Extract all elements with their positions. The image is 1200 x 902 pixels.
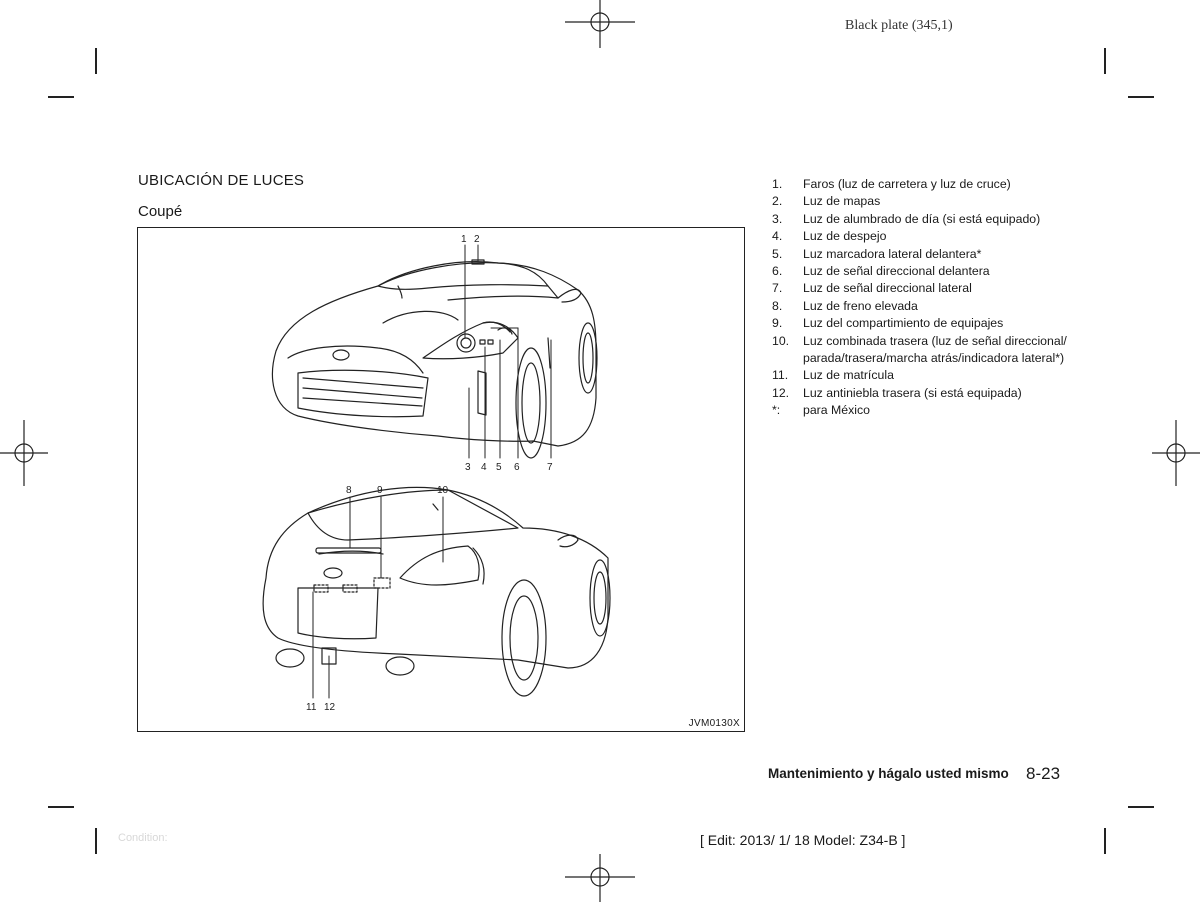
- registration-mark-top: [565, 0, 635, 48]
- crop-mark: [1104, 48, 1106, 74]
- legend-item: 5. Luz marcadora lateral delantera*: [772, 246, 1102, 263]
- callout-8: 8: [346, 485, 352, 496]
- legend-text: Luz de mapas: [803, 194, 881, 209]
- legend-number: 7.: [772, 281, 783, 296]
- callout-11: 11: [306, 702, 317, 713]
- legend-number: *:: [772, 403, 781, 418]
- legend-text: Luz de matrícula: [803, 368, 894, 383]
- callout-3: 3: [465, 462, 471, 473]
- callout-5: 5: [496, 462, 502, 473]
- callout-6: 6: [514, 462, 520, 473]
- legend-text: Luz del compartimiento de equipajes: [803, 316, 1004, 331]
- legend-number: 2.: [772, 194, 783, 209]
- legend-text: Luz marcadora lateral delantera*: [803, 246, 982, 261]
- crop-mark: [48, 806, 74, 808]
- legend-text: Faros (luz de carretera y luz de cruce): [803, 177, 1011, 191]
- legend-item: 2. Luz de mapas: [772, 193, 1102, 210]
- legend-number: 1.: [772, 177, 783, 191]
- condition-label: Condition:: [118, 832, 168, 844]
- callout-1: 1: [461, 234, 467, 245]
- front-car-drawing: [271, 259, 598, 459]
- crop-mark: [1128, 96, 1154, 98]
- callout-10: 10: [437, 485, 449, 496]
- callout-2: 2: [474, 234, 480, 245]
- legend-item: 7. Luz de señal direccional lateral: [772, 280, 1102, 297]
- registration-mark-right: [1152, 420, 1200, 486]
- legend-item: 9. Luz del compartimiento de equipajes: [772, 315, 1102, 332]
- legend-number: 6.: [772, 264, 783, 279]
- lights-legend: 1. Faros (luz de carretera y luz de cruce…: [772, 176, 1102, 420]
- legend-number: 3.: [772, 211, 783, 226]
- callout-12: 12: [324, 702, 336, 713]
- legend-item: 8. Luz de freno elevada: [772, 298, 1102, 315]
- section-subtitle: Coupé: [138, 203, 183, 220]
- legend-number: 8.: [772, 298, 783, 313]
- legend-number: 11.: [772, 368, 789, 383]
- car-illustration: 1 2 3 4 5 6 7 8 9 10 11 12: [262, 234, 611, 713]
- legend-number: 12.: [772, 385, 790, 400]
- registration-mark-bottom: [565, 854, 635, 902]
- legend-item: 10. Luz combinada trasera (luz de señal d…: [772, 333, 1102, 368]
- legend-text: Luz de freno elevada: [803, 298, 918, 313]
- callout-7: 7: [547, 462, 553, 473]
- legend-number: 5.: [772, 246, 783, 261]
- page-number: 8-23: [1026, 764, 1061, 783]
- legend-number: 9.: [772, 316, 783, 331]
- rear-car-drawing: [262, 486, 611, 697]
- legend-item: 4. Luz de despejo: [772, 228, 1102, 245]
- crop-mark: [1128, 806, 1154, 808]
- legend-text: para México: [803, 403, 870, 418]
- legend-item: *: para México: [772, 402, 1102, 419]
- lights-location-figure: 1 2 3 4 5 6 7 8 9 10 11 12 JVM0130X: [137, 227, 745, 732]
- crop-mark: [95, 48, 97, 74]
- legend-text: Luz de despejo: [803, 229, 887, 244]
- callout-9: 9: [377, 485, 383, 496]
- crop-mark: [1104, 828, 1106, 854]
- legend-item: 3. Luz de alumbrado de día (si está equip…: [772, 211, 1102, 228]
- legend-number: 4.: [772, 229, 783, 244]
- figure-code: JVM0130X: [688, 718, 740, 729]
- footer-section-title: Mantenimiento y hágalo usted mismo: [768, 766, 1009, 781]
- legend-text: Luz antiniebla trasera (si está equipada…: [803, 385, 1022, 400]
- legend-item: 11. Luz de matrícula: [772, 367, 1102, 384]
- legend-text: Luz de alumbrado de día (si está equipad…: [803, 211, 1041, 226]
- crop-mark: [95, 828, 97, 854]
- plate-label: Black plate (345,1): [845, 18, 953, 33]
- legend-item: 1. Faros (luz de carretera y luz de cruce…: [772, 176, 1102, 193]
- registration-mark-left: [0, 420, 48, 486]
- legend-number: 10.: [772, 333, 790, 348]
- crop-mark: [48, 96, 74, 98]
- legend-text: Luz combinada trasera (luz de señal dire…: [803, 333, 1067, 366]
- callout-4: 4: [481, 462, 487, 473]
- legend-item: 12. Luz antiniebla trasera (si está equip…: [772, 385, 1102, 402]
- legend-text: Luz de señal direccional delantera: [803, 264, 990, 279]
- legend-item: 6. Luz de señal direccional delantera: [772, 263, 1102, 280]
- section-title: UBICACIÓN DE LUCES: [138, 172, 305, 189]
- legend-text: Luz de señal direccional lateral: [803, 281, 972, 296]
- edit-info: [ Edit: 2013/ 1/ 18 Model: Z34-B ]: [700, 832, 906, 848]
